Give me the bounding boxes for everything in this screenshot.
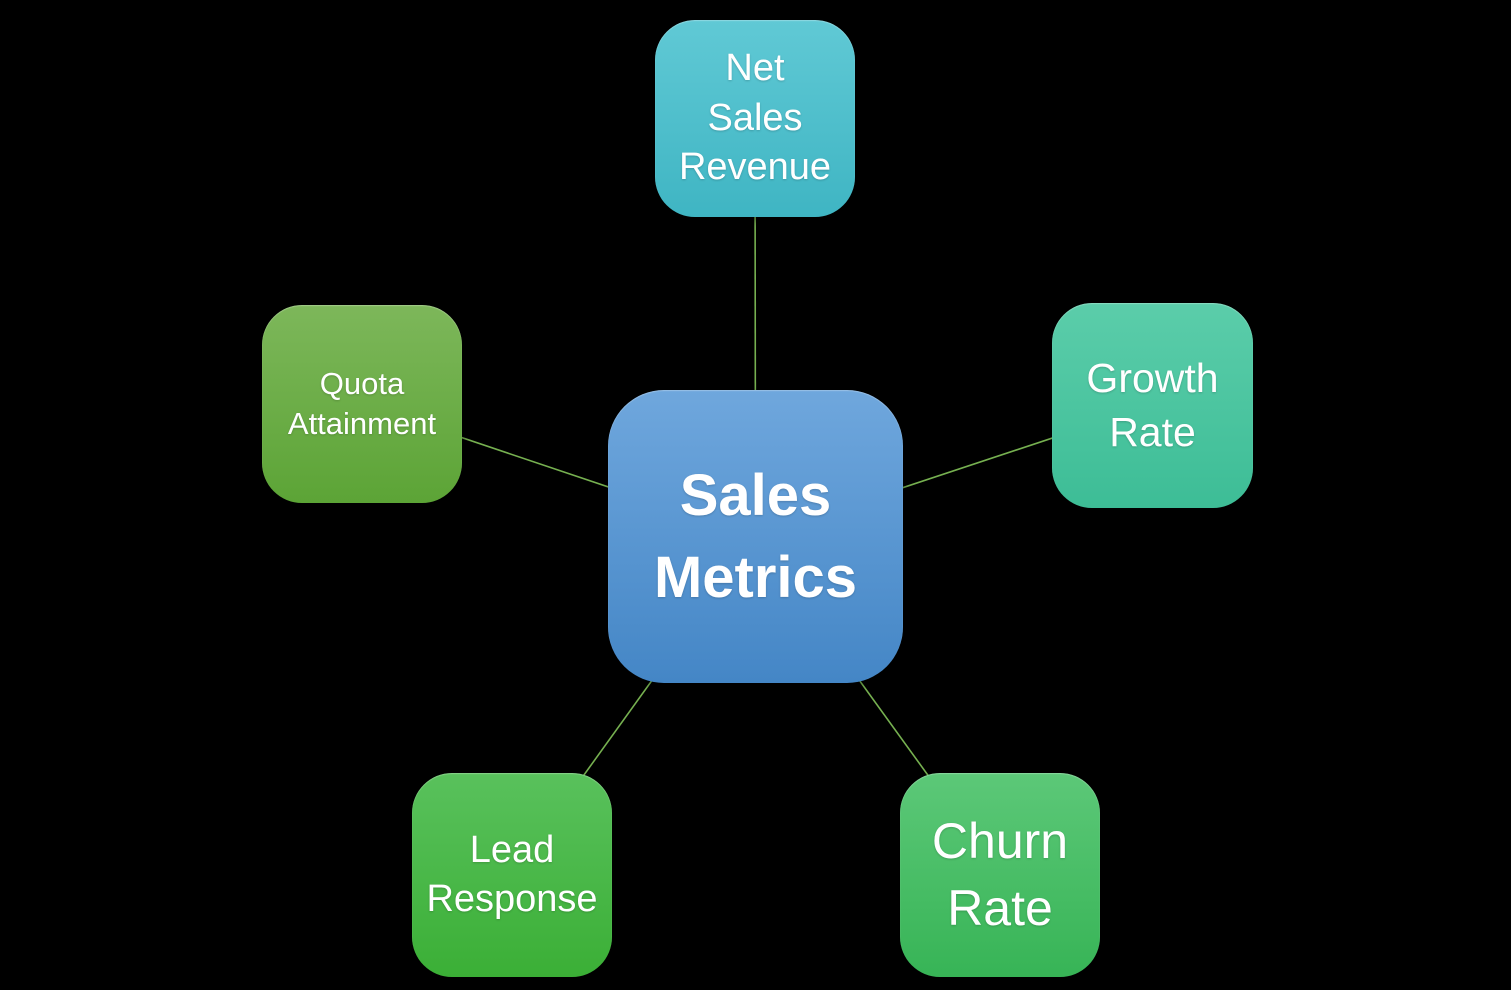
node-growth-rate-label: Growth Rate — [1052, 352, 1253, 459]
node-sales-metrics-line-2: Metrics — [653, 544, 858, 610]
node-sales-metrics-label: Sales Metrics — [608, 455, 903, 617]
node-net-sales-revenue-label: Net Sales Revenue — [655, 44, 855, 192]
node-lead-response-line-2: Response — [426, 878, 598, 920]
node-growth-rate-line-2: Rate — [1109, 408, 1196, 455]
node-sales-metrics[interactable]: Sales Metrics — [608, 390, 903, 683]
node-net-sales-revenue-line-3: Revenue — [678, 146, 832, 189]
node-quota-attainment[interactable]: Quota Attainment — [262, 305, 462, 503]
node-lead-response-line-1: Lead — [469, 828, 555, 871]
node-net-sales-revenue-line-1: Net — [725, 47, 785, 90]
node-net-sales-revenue[interactable]: Net Sales Revenue — [655, 20, 855, 217]
node-quota-attainment-line-2: Attainment — [287, 406, 437, 441]
node-churn-rate[interactable]: Churn Rate — [900, 773, 1100, 977]
node-quota-attainment-label: Quota Attainment — [262, 364, 462, 445]
node-lead-response[interactable]: Lead Response — [412, 773, 612, 977]
node-growth-rate[interactable]: Growth Rate — [1052, 303, 1253, 508]
node-lead-response-label: Lead Response — [412, 826, 612, 925]
node-net-sales-revenue-line-2: Sales — [707, 96, 803, 139]
node-churn-rate-line-1: Churn — [931, 812, 1069, 869]
node-quota-attainment-line-1: Quota — [319, 365, 405, 401]
node-churn-rate-label: Churn Rate — [900, 808, 1100, 943]
node-sales-metrics-line-1: Sales — [679, 463, 832, 529]
node-growth-rate-line-1: Growth — [1086, 355, 1219, 402]
node-churn-rate-line-2: Rate — [947, 880, 1053, 936]
